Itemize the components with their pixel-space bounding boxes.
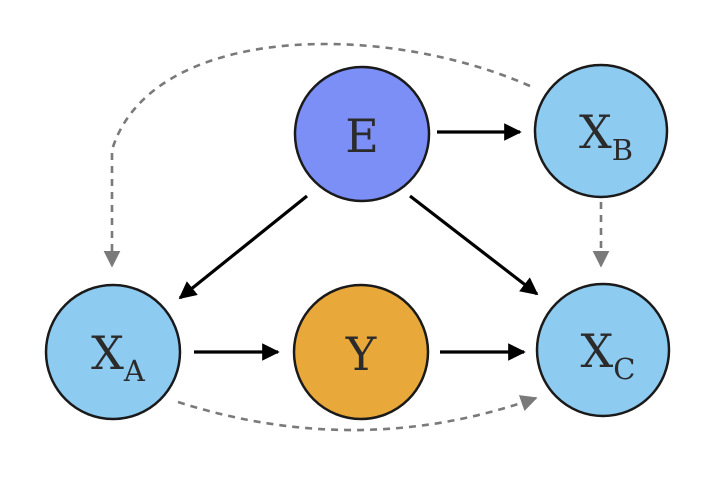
node-y-label: Y [345, 327, 377, 381]
node-xb-label: XB [579, 105, 633, 167]
node-xa-label: XA [91, 326, 146, 388]
node-y-circle [292, 283, 430, 421]
node-e-circle [293, 65, 431, 203]
edge-e-to-xc [409, 194, 539, 296]
node-xc-circle [535, 282, 671, 418]
node-xb: XB [533, 63, 669, 199]
node-e: E [293, 65, 431, 203]
edge-xa-to-xc-dashed [177, 395, 538, 432]
node-xc-label: XC [581, 324, 636, 386]
node-xa: XA [44, 283, 182, 421]
node-e-label: E [345, 109, 379, 163]
node-xa-circle [44, 283, 182, 421]
node-y: Y [292, 283, 430, 421]
node-xb-circle [533, 63, 669, 199]
edge-e-to-xa [178, 194, 309, 300]
node-xc: XC [535, 282, 671, 418]
